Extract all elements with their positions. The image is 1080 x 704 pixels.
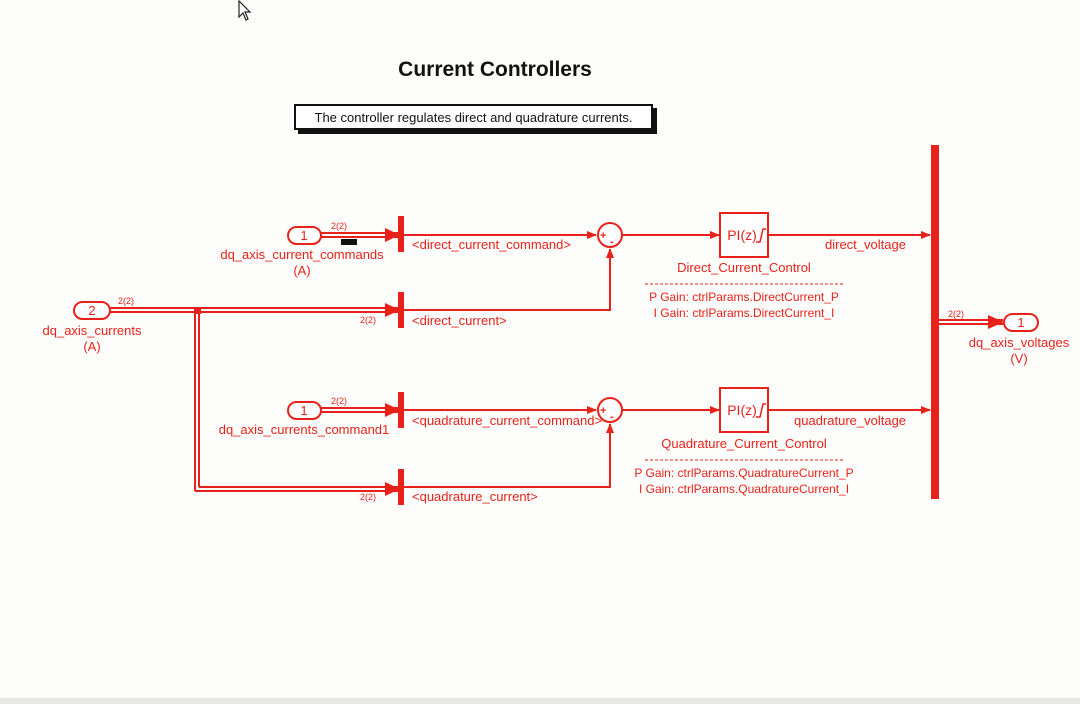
bus-selector-4[interactable] [398,469,404,505]
inport-1-number: 1 [300,228,307,243]
outport-unit: (V) [1010,351,1027,366]
inport-3-name[interactable]: dq_axis_currents_command1 [219,422,390,437]
bus-selector-1[interactable] [398,216,404,252]
inport-2-number: 2 [88,303,95,318]
pi-quad-glyph [756,403,766,418]
label-direct-current[interactable]: <direct_current> [412,313,507,328]
controller-quad-i-gain: I Gain: ctrlParams.QuadratureCurrent_I [639,482,849,496]
pi-direct-glyph [756,228,766,243]
inport-2-dims: 2(2) [118,296,134,306]
signal-direct-current[interactable] [404,248,614,311]
sum-direct-plus: + [600,230,606,242]
bottom-status-strip [0,698,1080,704]
inport-1-unit: (A) [293,263,310,278]
inport-1-name[interactable]: dq_axis_current_commands [220,247,384,262]
bus-selector-3[interactable] [398,392,404,428]
inport-2-unit: (A) [83,339,100,354]
controller-direct-i-gain: I Gain: ctrlParams.DirectCurrent_I [654,306,835,320]
controller-direct-name[interactable]: Direct_Current_Control [677,260,811,275]
bus-selector-2[interactable] [398,292,404,328]
inport-2-block[interactable] [73,301,111,320]
sum-direct-minus: - [610,236,614,248]
label-direct-current-command[interactable]: <direct_current_command> [412,237,571,252]
controller-direct-p-gain: P Gain: ctrlParams.DirectCurrent_P [649,290,839,304]
outport-dims: 2(2) [948,309,964,319]
annotation-box[interactable]: The controller regulates direct and quad… [294,104,653,130]
selector-2-dims: 2(2) [360,315,376,325]
diagram-title: Current Controllers [398,58,592,81]
inport-1-block[interactable] [287,226,322,245]
pi-quad-label: PI(z) [727,402,757,418]
mouse-cursor-icon [238,0,252,21]
outport-1-block[interactable] [1003,313,1039,332]
pi-direct-label: PI(z) [727,227,757,243]
controller-quad-name[interactable]: Quadrature_Current_Control [661,436,827,451]
label-quad-current-command[interactable]: <quadrature_current_command> [412,413,602,428]
sum-quad-minus: - [610,411,614,423]
selector-4-dims: 2(2) [360,492,376,502]
sum-quad-plus: + [600,405,606,417]
inport-3-number: 1 [300,403,307,418]
outport-number: 1 [1017,315,1024,330]
controller-quad-p-gain: P Gain: ctrlParams.QuadratureCurrent_P [634,466,853,480]
inport-3-dims: 2(2) [331,396,347,406]
inport-3-block[interactable] [287,401,322,420]
mux-bar[interactable] [931,145,939,499]
outport-name[interactable]: dq_axis_voltages [969,335,1070,350]
inport-1-dims: 2(2) [331,221,347,231]
inport-2-name[interactable]: dq_axis_currents [43,323,142,338]
selection-marker [341,239,357,245]
label-quad-voltage[interactable]: quadrature_voltage [794,413,906,428]
signal-quad-current[interactable] [404,423,614,488]
label-quad-current[interactable]: <quadrature_current> [412,489,538,504]
label-direct-voltage[interactable]: direct_voltage [825,237,906,252]
